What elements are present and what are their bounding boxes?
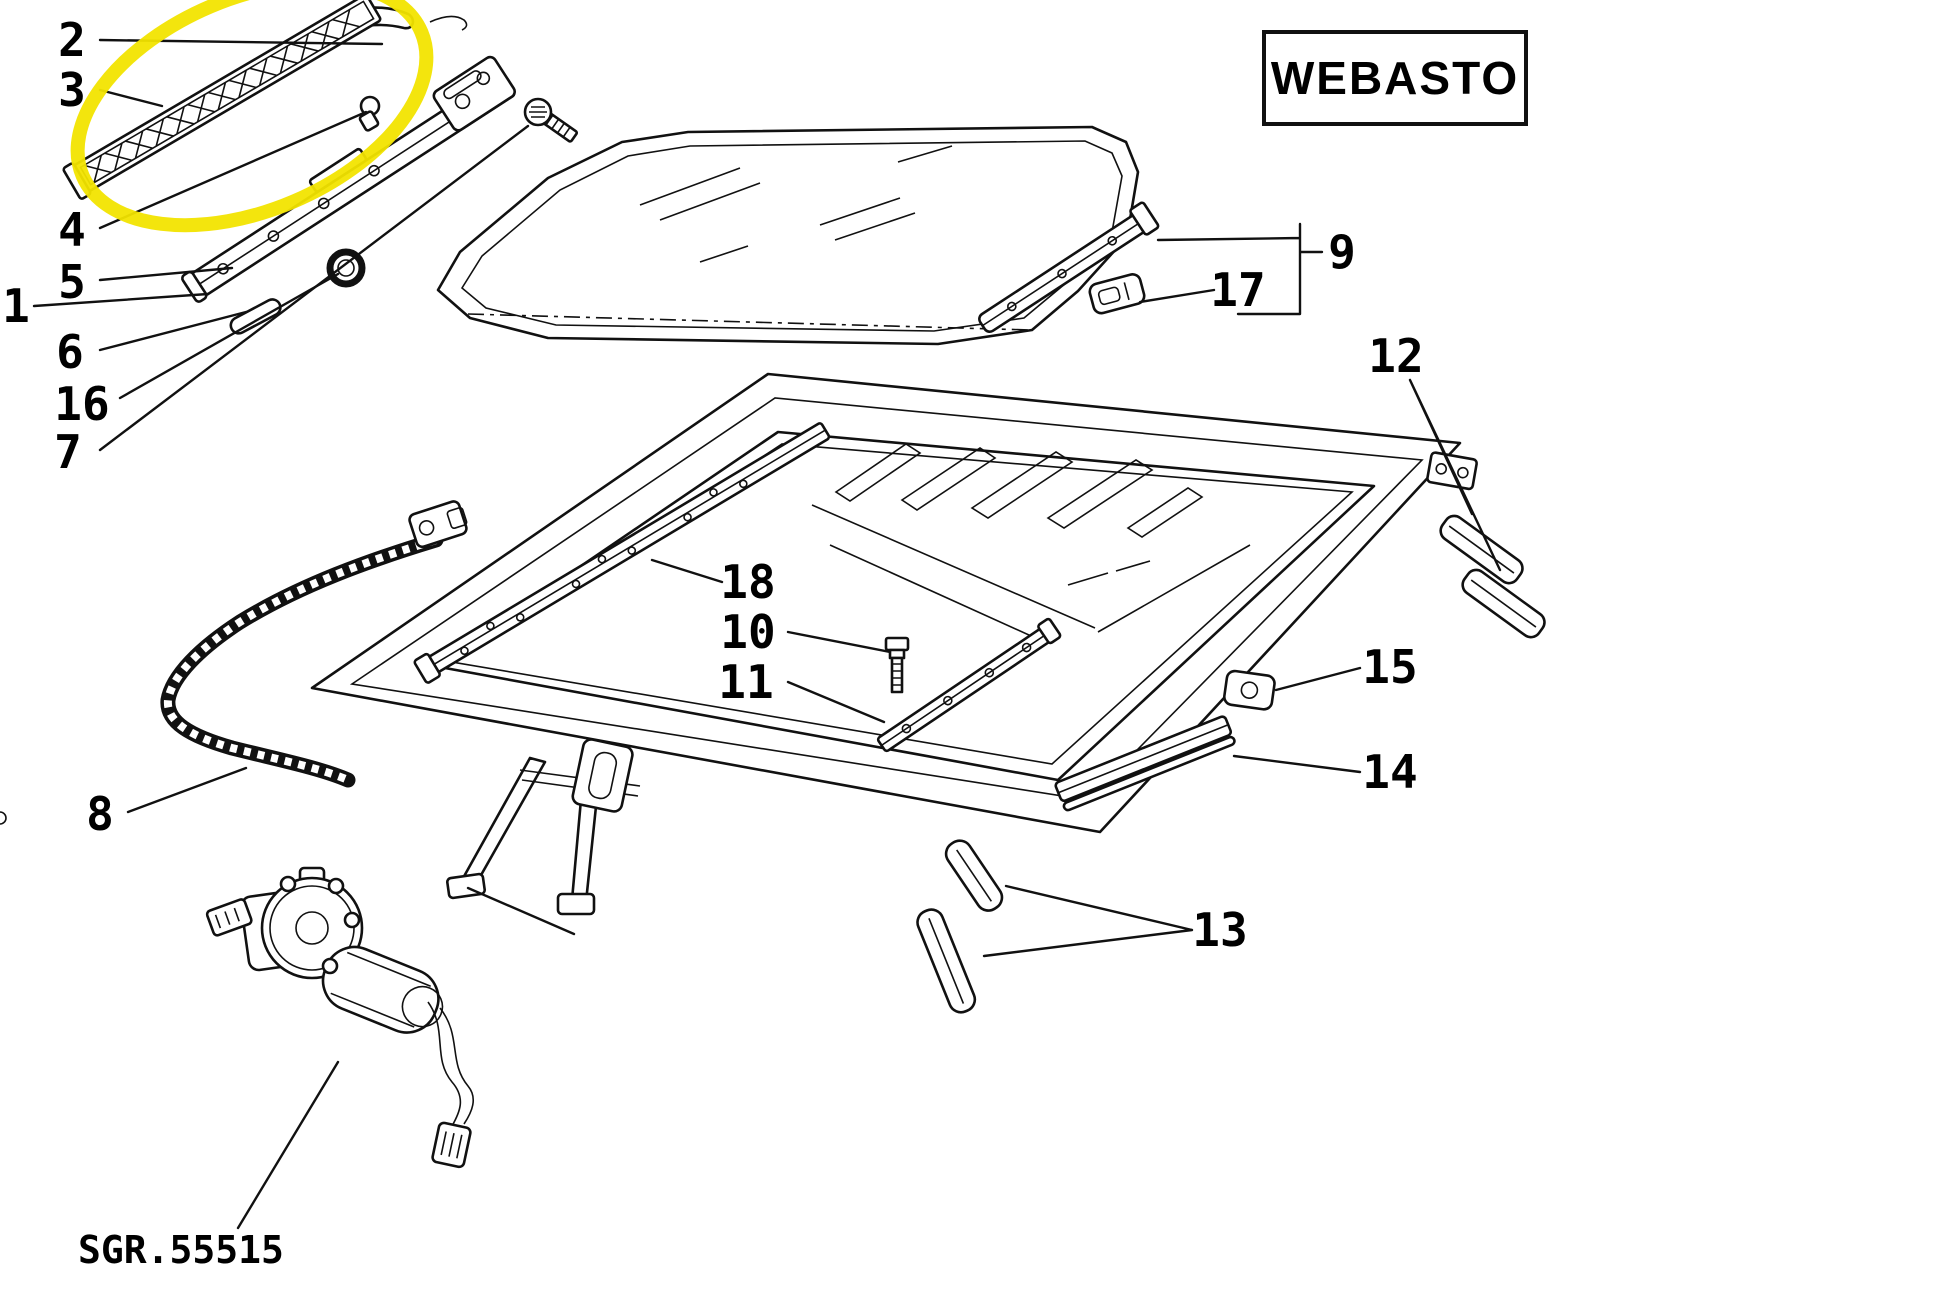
part-callout-2[interactable]: 2	[58, 13, 86, 67]
strip-part13-upper	[944, 839, 1004, 912]
highlight-ellipse	[70, 0, 434, 233]
part-callout-16[interactable]: 16	[54, 377, 110, 431]
part-callout-4[interactable]: 4	[58, 203, 86, 257]
part-callout-8[interactable]: 8	[86, 787, 114, 841]
clip-part15	[1223, 669, 1276, 711]
strip-part14	[1054, 715, 1236, 812]
strip-part12-upper	[1439, 514, 1524, 585]
brand-box: WEBASTO	[1262, 30, 1528, 126]
part-callout-5[interactable]: 5	[58, 255, 86, 309]
rail-part18	[413, 422, 831, 684]
motor-assembly-drawing	[205, 866, 475, 1169]
part-callout-11[interactable]: 11	[718, 655, 774, 709]
drawing-code-label: SGR.55515	[78, 1228, 284, 1272]
part-callout-1[interactable]: 1	[2, 279, 30, 333]
part-callout-6[interactable]: 6	[56, 325, 84, 379]
screw-part7	[523, 97, 578, 143]
stud-part4	[358, 95, 381, 132]
strip-part13-lower	[916, 908, 977, 1014]
part-callout-12[interactable]: 12	[1368, 329, 1424, 383]
part-callout-18[interactable]: 18	[720, 555, 776, 609]
oring-part16	[326, 248, 366, 288]
brand-label: WEBASTO	[1270, 52, 1520, 104]
part-callout-13[interactable]: 13	[1192, 903, 1248, 957]
rail-part11	[876, 617, 1062, 753]
glass-panel-drawing	[436, 125, 1140, 346]
part-callout-14[interactable]: 14	[1362, 745, 1418, 799]
part-callout-10[interactable]: 10	[720, 605, 776, 659]
part-callout-15[interactable]: 15	[1362, 640, 1418, 694]
part-callout-9[interactable]: 9	[1328, 225, 1356, 279]
part-callout-3[interactable]: 3	[58, 63, 86, 117]
main-frame-drawing	[0, 372, 1478, 916]
strip-part12-lower	[1461, 568, 1546, 639]
part-callout-7[interactable]: 7	[54, 425, 82, 479]
pad-part6	[229, 298, 282, 335]
screw-part10	[884, 636, 910, 694]
rail-part9	[978, 201, 1160, 333]
part-callout-17[interactable]: 17	[1210, 263, 1266, 317]
clip-part17	[1088, 273, 1146, 315]
drive-cable-part8	[160, 500, 468, 788]
